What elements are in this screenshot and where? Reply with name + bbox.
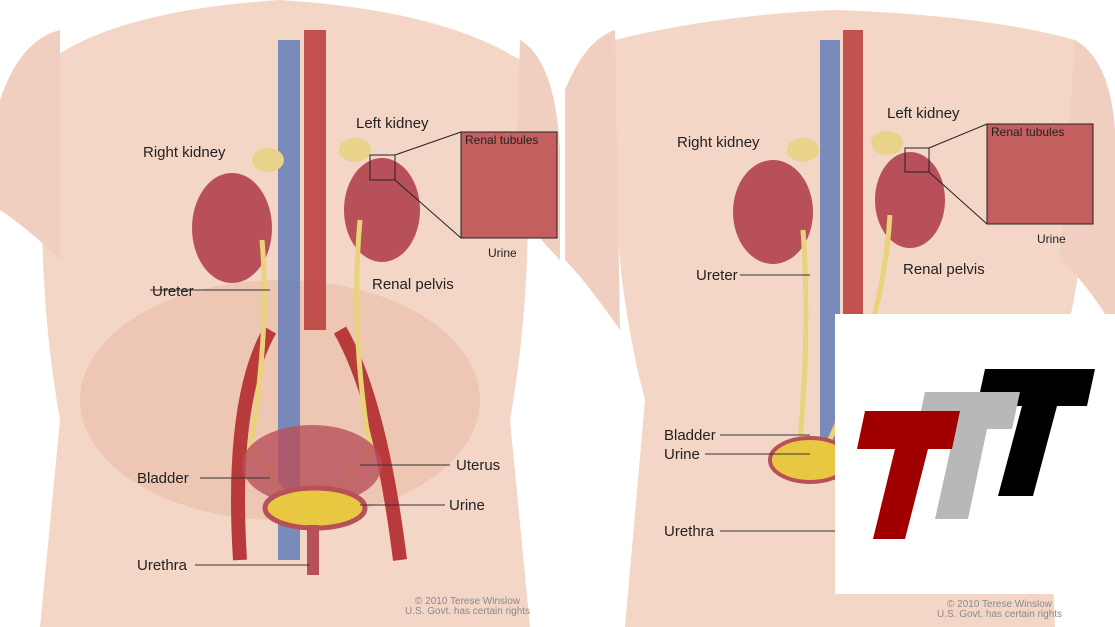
label-urethra: Urethra [137, 557, 188, 574]
copyright: © 2010 Terese Winslow U.S. Govt. has cer… [937, 600, 1062, 620]
copyright-line1: © 2010 Terese Winslow [415, 596, 521, 607]
female-anatomy-panel: Right kidney Left kidney Renal tubules U… [0, 0, 560, 627]
label-urine: Urine [664, 446, 700, 463]
copyright: © 2010 Terese Winslow U.S. Govt. has cer… [405, 597, 530, 617]
copyright-line2: U.S. Govt. has certain rights [937, 609, 1063, 620]
label-renal-pelvis: Renal pelvis [372, 276, 454, 293]
ttt-logo [835, 314, 1115, 594]
female-urinary-illustration [0, 0, 560, 627]
label-urine: Urine [449, 497, 485, 514]
label-uterus: Uterus [456, 457, 501, 474]
label-right-kidney: Right kidney [143, 144, 226, 161]
ttt-logo-mark [857, 369, 1095, 539]
label-urine-inset: Urine [1037, 232, 1066, 246]
copyright-line2: U.S. Govt. has certain rights [405, 606, 531, 617]
label-ureter: Ureter [696, 267, 738, 284]
copyright-line1: © 2010 Terese Winslow [947, 599, 1053, 610]
label-renal-tubules: Renal tubules [991, 125, 1065, 139]
label-bladder: Bladder [664, 427, 716, 444]
label-ureter: Ureter [152, 283, 194, 300]
label-renal-pelvis: Renal pelvis [903, 261, 985, 278]
label-urine-inset: Urine [488, 246, 517, 260]
label-urethra: Urethra [664, 523, 715, 540]
label-renal-tubules: Renal tubules [465, 133, 539, 147]
label-left-kidney: Left kidney [356, 115, 429, 132]
label-bladder: Bladder [137, 470, 189, 487]
label-right-kidney: Right kidney [677, 134, 760, 151]
label-left-kidney: Left kidney [887, 105, 960, 122]
